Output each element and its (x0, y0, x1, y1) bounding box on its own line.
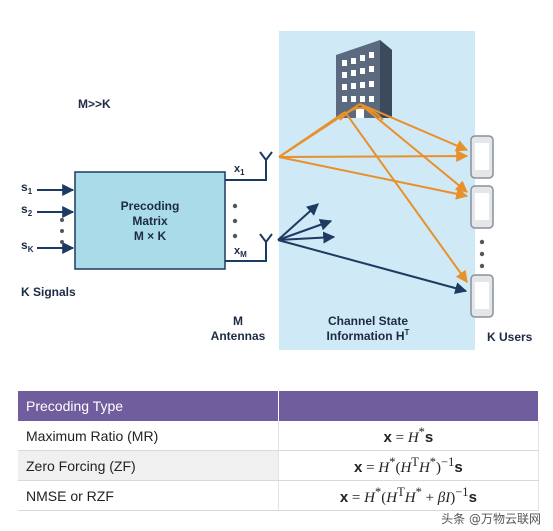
table-row: NMSE or RZF x = H*(HTH* + βI)−1s (18, 480, 540, 511)
precoding-diagram: M>>K s1 s2 sK Precoding Matrix M × K K S… (21, 31, 533, 350)
input-label-1: s1 (21, 180, 33, 196)
phone-icon (470, 135, 494, 179)
antenna-icon (259, 233, 273, 244)
watermark-text: 头条 @万物云联网 (441, 512, 541, 526)
matrix-line-3: M × K (134, 229, 167, 243)
precoding-table: Precoding Type Maximum Ratio (MR) x = H*… (18, 391, 540, 511)
output-label-1: x1 (234, 163, 245, 177)
phone-icon (470, 274, 494, 318)
precoding-table-wrap: Precoding Type Maximum Ratio (MR) x = H*… (18, 391, 540, 511)
antenna-icon (259, 151, 273, 162)
input-label-2: s2 (21, 202, 33, 218)
csi-line-1: Channel State (328, 314, 408, 328)
table-header-row: Precoding Type (18, 391, 540, 421)
precoding-type-cell: NMSE or RZF (18, 480, 279, 511)
input-label-k: sK (21, 238, 34, 254)
matrix-line-1: Precoding (121, 199, 180, 213)
precoding-type-cell: Maximum Ratio (MR) (18, 421, 279, 451)
column-header-formula (278, 391, 540, 421)
reflected-rays (278, 103, 469, 283)
building-icon (336, 40, 392, 118)
table-row: Maximum Ratio (MR) x = H*s (18, 421, 540, 451)
csi-line-2: Information HT (327, 328, 410, 343)
output-label-m: xM (234, 245, 247, 259)
output-wire-m (225, 242, 267, 262)
condition-label: M>>K (78, 97, 111, 111)
m-antennas-line-1: M (233, 314, 243, 328)
reflection-arcs (339, 107, 384, 121)
k-signals-label: K Signals (21, 285, 76, 299)
input-ellipsis (60, 218, 64, 244)
precoding-matrix-box (74, 171, 226, 270)
precoding-type-cell: Zero Forcing (ZF) (18, 450, 279, 481)
k-users-label: K Users (487, 330, 533, 344)
m-antennas-line-2: Antennas (211, 329, 266, 343)
users-ellipsis (479, 239, 485, 269)
antenna-ellipsis (232, 203, 238, 239)
matrix-line-2: Matrix (132, 214, 168, 228)
output-wire-1 (225, 160, 267, 181)
direct-rays (277, 203, 468, 294)
phone-icon (470, 185, 494, 229)
formula-cell-mr: x = H*s (278, 421, 540, 451)
formula-cell-rzf: x = H*(HTH* + βI)−1s (278, 480, 540, 511)
column-header-type: Precoding Type (18, 391, 279, 421)
table-row: Zero Forcing (ZF) x = H*(HTH*)−1s (18, 450, 540, 481)
formula-cell-zf: x = H*(HTH*)−1s (278, 450, 540, 481)
